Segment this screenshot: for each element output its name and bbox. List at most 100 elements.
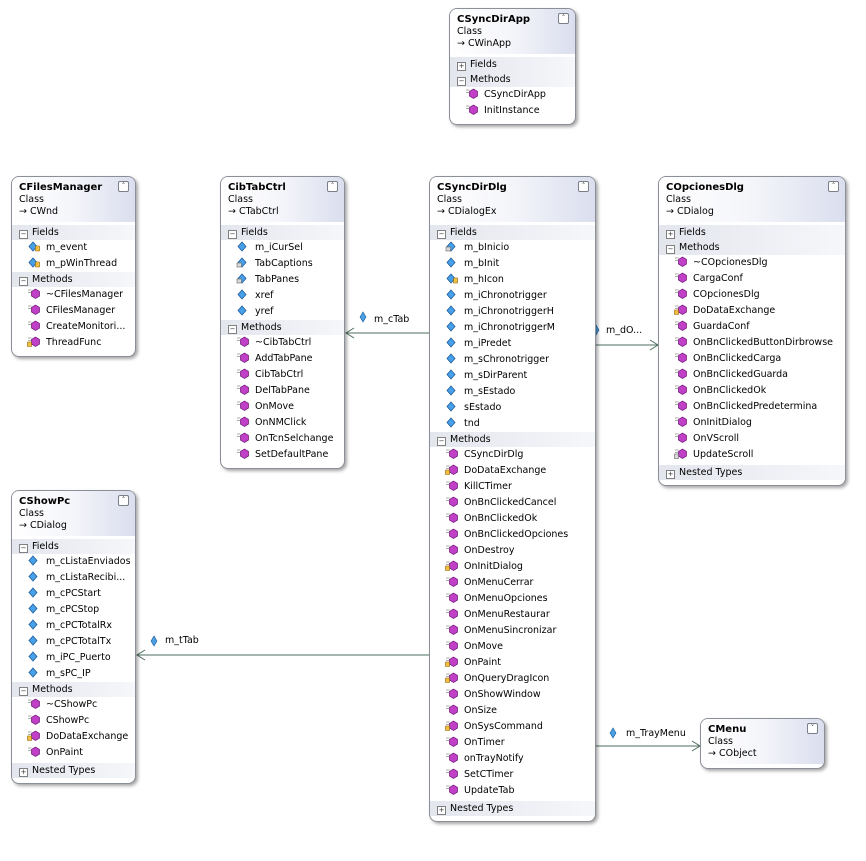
field-item[interactable]: m_iChronotriggerM (430, 320, 595, 336)
expander-icon[interactable]: + (457, 62, 466, 71)
field-item[interactable]: m_cListaEnviados (12, 554, 135, 570)
field-item[interactable]: m_cPCStart (12, 586, 135, 602)
method-item[interactable]: OnDestroy (430, 543, 595, 559)
method-item[interactable]: CSyncDirDlg (430, 447, 595, 463)
method-item[interactable]: OnMove (430, 639, 595, 655)
collapse-toggle-icon[interactable]: ˄ (118, 181, 129, 192)
field-item[interactable]: yref (221, 304, 344, 320)
method-item[interactable]: CShowPc (12, 713, 135, 729)
expander-icon[interactable]: − (666, 245, 675, 254)
method-item[interactable]: OnBnClickedGuarda (659, 367, 845, 383)
method-item[interactable]: OnPaint (430, 655, 595, 671)
field-item[interactable]: m_sEstado (430, 384, 595, 400)
collapse-toggle-icon[interactable]: ˄ (327, 181, 338, 192)
method-item[interactable]: OnMenuCerrar (430, 575, 595, 591)
methods-section-header[interactable]: −Methods (659, 240, 845, 255)
methods-section-header[interactable]: −Methods (430, 432, 595, 447)
method-item[interactable]: OnBnClickedOk (430, 511, 595, 527)
method-item[interactable]: OnShowWindow (430, 687, 595, 703)
expander-icon[interactable]: + (666, 230, 675, 239)
field-item[interactable]: m_iChronotriggerH (430, 304, 595, 320)
methods-section-header[interactable]: −Methods (450, 72, 575, 87)
nested-types-section-header[interactable]: +Nested Types (12, 763, 135, 778)
field-item[interactable]: m_sDirParent (430, 368, 595, 384)
methods-section-header[interactable]: −Methods (12, 682, 135, 697)
method-item[interactable]: OnBnClickedButtonDirbrowse (659, 335, 845, 351)
fields-section-header[interactable]: +Fields (450, 57, 575, 72)
expander-icon[interactable]: + (666, 470, 675, 479)
collapse-toggle-icon[interactable]: ˄ (578, 181, 589, 192)
field-item[interactable]: m_iChronotrigger (430, 288, 595, 304)
field-item[interactable]: m_cPCTotalTx (12, 634, 135, 650)
field-item[interactable]: TabCaptions (221, 256, 344, 272)
method-item[interactable]: OnTcnSelchange (221, 431, 344, 447)
field-item[interactable]: m_iPredet (430, 336, 595, 352)
method-item[interactable]: InitInstance (450, 103, 575, 119)
fields-section-header[interactable]: −Fields (430, 225, 595, 240)
field-item[interactable]: m_sChronotrigger (430, 352, 595, 368)
field-item[interactable]: m_iPC_Puerto (12, 650, 135, 666)
method-item[interactable]: DoDataExchange (12, 729, 135, 745)
method-item[interactable]: CreateMonitori... (12, 319, 135, 335)
collapse-toggle-icon[interactable]: ˄ (558, 13, 569, 24)
field-item[interactable]: m_cPCTotalRx (12, 618, 135, 634)
fields-section-header[interactable]: +Fields (659, 225, 845, 240)
field-item[interactable]: tnd (430, 416, 595, 432)
method-item[interactable]: SetDefaultPane (221, 447, 344, 463)
method-item[interactable]: UpdateScroll (659, 447, 845, 463)
expander-icon[interactable]: − (19, 544, 28, 553)
nested-types-section-header[interactable]: +Nested Types (430, 801, 595, 816)
expander-icon[interactable]: − (228, 325, 237, 334)
method-item[interactable]: OnSize (430, 703, 595, 719)
method-item[interactable]: DelTabPane (221, 383, 344, 399)
method-item[interactable]: OnMenuRestaurar (430, 607, 595, 623)
method-item[interactable]: OnTimer (430, 735, 595, 751)
method-item[interactable]: ~CibTabCtrl (221, 335, 344, 351)
collapse-toggle-icon[interactable]: ˅ (807, 723, 818, 734)
field-item[interactable]: m_cListaRecibi... (12, 570, 135, 586)
method-item[interactable]: OnPaint (12, 745, 135, 761)
method-item[interactable]: ~CShowPc (12, 697, 135, 713)
collapse-toggle-icon[interactable]: ˄ (828, 181, 839, 192)
expander-icon[interactable]: + (437, 806, 446, 815)
method-item[interactable]: ThreadFunc (12, 335, 135, 351)
method-item[interactable]: OnBnClickedPredetermina (659, 399, 845, 415)
field-item[interactable]: xref (221, 288, 344, 304)
method-item[interactable]: COpcionesDlg (659, 287, 845, 303)
method-item[interactable]: AddTabPane (221, 351, 344, 367)
method-item[interactable]: OnMove (221, 399, 344, 415)
method-item[interactable]: OnBnClickedOpciones (430, 527, 595, 543)
methods-section-header[interactable]: −Methods (221, 320, 344, 335)
expander-icon[interactable]: − (437, 437, 446, 446)
fields-section-header[interactable]: −Fields (12, 225, 135, 240)
method-item[interactable]: OnQueryDragIcon (430, 671, 595, 687)
field-item[interactable]: sEstado (430, 400, 595, 416)
method-item[interactable]: OnVScroll (659, 431, 845, 447)
method-item[interactable]: UpdateTab (430, 783, 595, 799)
method-item[interactable]: OnSysCommand (430, 719, 595, 735)
expander-icon[interactable]: − (228, 230, 237, 239)
method-item[interactable]: OnNMClick (221, 415, 344, 431)
field-item[interactable]: m_sPC_IP (12, 666, 135, 682)
method-item[interactable]: ~COpcionesDlg (659, 255, 845, 271)
method-item[interactable]: CFilesManager (12, 303, 135, 319)
method-item[interactable]: OnMenuSincronizar (430, 623, 595, 639)
fields-section-header[interactable]: −Fields (221, 225, 344, 240)
collapse-toggle-icon[interactable]: ˄ (118, 495, 129, 506)
method-item[interactable]: OnMenuOpciones (430, 591, 595, 607)
field-item[interactable]: m_bInicio (430, 240, 595, 256)
field-item[interactable]: TabPanes (221, 272, 344, 288)
expander-icon[interactable]: + (19, 768, 28, 777)
expander-icon[interactable]: − (19, 230, 28, 239)
expander-icon[interactable]: − (19, 687, 28, 696)
expander-icon[interactable]: − (437, 230, 446, 239)
field-item[interactable]: m_hIcon (430, 272, 595, 288)
field-item[interactable]: m_iCurSel (221, 240, 344, 256)
method-item[interactable]: OnBnClickedCancel (430, 495, 595, 511)
